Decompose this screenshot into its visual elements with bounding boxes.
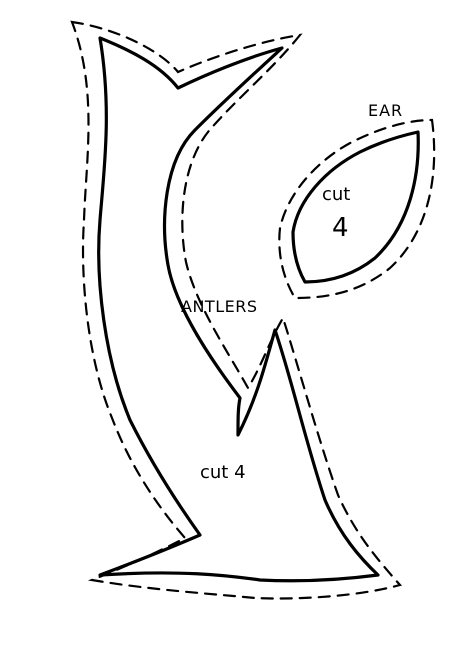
- ear-cut-count: 4: [332, 213, 349, 243]
- ear-label: EAR: [368, 101, 403, 120]
- antler-cut-instruction: cut 4: [200, 462, 246, 483]
- ear-cut-line: [291, 130, 420, 284]
- antler-label: ANTLERS: [181, 297, 257, 316]
- antler-seam-line: [70, 20, 402, 600]
- antler-cut-line: [97, 36, 380, 583]
- antler-pattern-piece: ANTLERS cut 4: [70, 20, 402, 600]
- ear-pattern-piece: EAR cut 4: [278, 101, 436, 300]
- ear-seam-line: [278, 118, 436, 300]
- ear-cut-word: cut: [322, 184, 350, 205]
